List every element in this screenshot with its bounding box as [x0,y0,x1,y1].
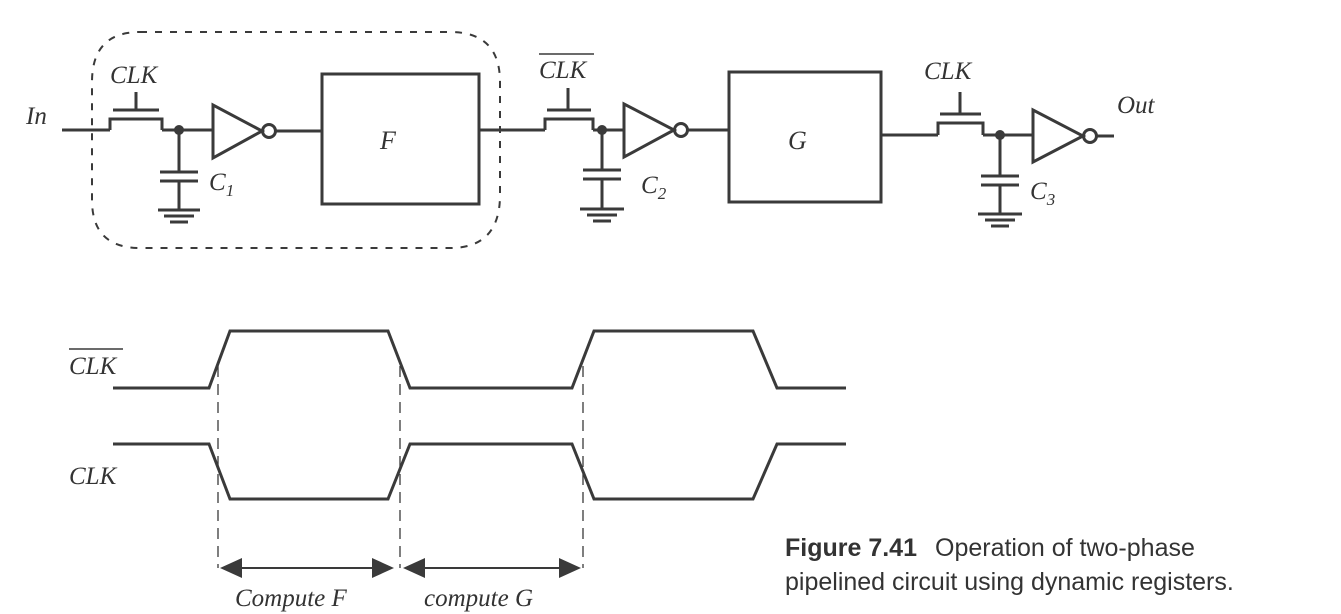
stage1-wiring [62,72,545,224]
capacitor-c1-label: C1 [209,169,234,200]
compute-f-arrow [220,558,394,578]
clk-waveform [113,442,846,501]
stage3-wiring [936,92,1114,228]
phase-guides [217,366,584,568]
stage3-clock-label: CLK [924,58,973,85]
capacitor-c3-label: C3 [1030,178,1055,209]
output-label: Out [1117,92,1156,119]
clk-label: CLK [69,463,118,490]
stage2-clock-label: CLK [539,57,588,84]
register-outline [91,31,501,249]
compute-f-label: Compute F [235,585,348,612]
block-g-label: G [788,126,807,155]
capacitor-c2-label: C2 [641,172,667,203]
block-f-label: F [379,126,397,155]
compute-g-label: compute G [424,585,533,612]
input-label: In [25,103,47,130]
figure-caption-line2: pipelined circuit using dynamic register… [785,568,1234,596]
stage2-wiring [543,70,938,223]
stage1-clock-label: CLK [110,62,159,89]
clk-bar-waveform [113,329,846,390]
compute-g-arrow [403,558,581,578]
clk-bar-label: CLK [69,353,118,380]
